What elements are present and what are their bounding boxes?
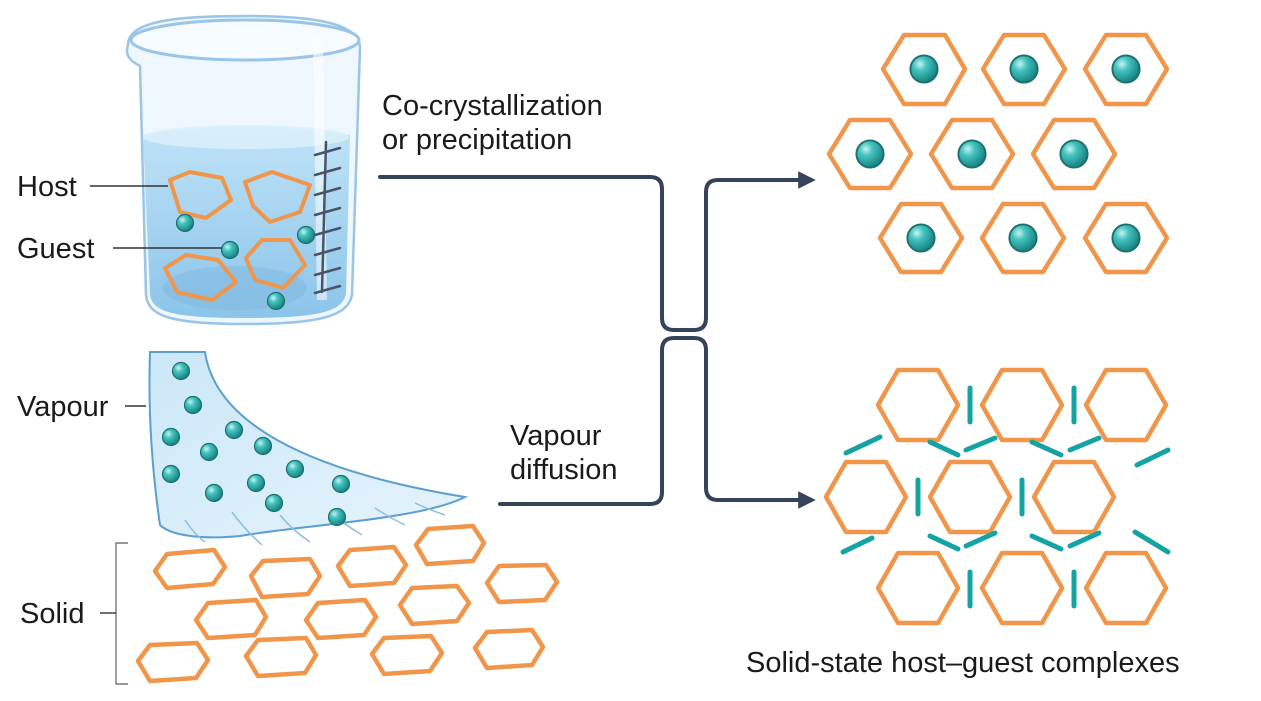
vapour-plume (148, 351, 469, 546)
solid-bracket (115, 542, 128, 685)
dissolved-hosts (163, 170, 312, 302)
vapour-pathway-label: Vapour diffusion (510, 419, 618, 487)
solution-pathway-line-2: or precipitation (382, 124, 573, 156)
bridged-framework-lattice (823, 367, 1171, 626)
solid-hosts (135, 523, 560, 684)
result-caption: Solid-state host–guest complexes (746, 647, 1180, 679)
guest-label: Guest (17, 233, 95, 265)
host-label: Host (17, 171, 77, 203)
beaker (125, 14, 362, 326)
solution-pathway-line-1: Co-crystallization (382, 90, 603, 122)
process-arrows (378, 171, 816, 509)
vapour-pathway-line-2: diffusion (510, 454, 618, 486)
inclusion-complex-lattice (826, 32, 1170, 275)
measurement-scale (313, 140, 342, 295)
vapour-pathway-line-1: Vapour (510, 420, 602, 452)
solid-label: Solid (20, 598, 85, 630)
solution-pathway-label: Co-crystallization or precipitation (382, 89, 603, 157)
vapour-label: Vapour (17, 391, 109, 423)
